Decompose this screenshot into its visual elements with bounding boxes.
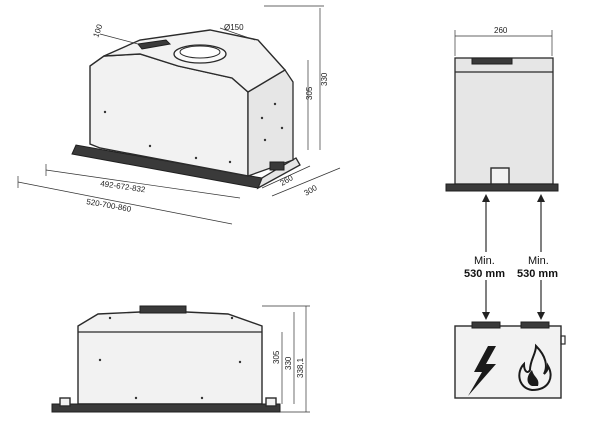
flame-icon xyxy=(518,343,552,392)
iso-mount-bracket xyxy=(269,161,285,171)
side-tray xyxy=(445,183,559,192)
front-body xyxy=(77,311,263,405)
iso-dim-height-body: 305 xyxy=(305,86,314,100)
hob-knob xyxy=(560,335,566,345)
clearance-left-value: 530 mm xyxy=(464,268,505,280)
hob-left-zone xyxy=(471,321,501,329)
front-tray xyxy=(51,403,281,413)
lightning-icon xyxy=(468,346,496,396)
iso-dim-flue: Ø150 xyxy=(224,23,244,32)
iso-dim-width-inner: 492-672-832 xyxy=(100,179,147,194)
hob-right-zone xyxy=(520,321,550,329)
front-top-collar xyxy=(139,305,187,314)
hob-body xyxy=(454,325,562,399)
hob-view xyxy=(454,321,566,399)
clearance-left-label: Min. xyxy=(474,255,495,267)
iso-dim-side-total: 300 xyxy=(303,183,320,198)
side-body xyxy=(454,57,554,185)
front-dim-height-total: 330 xyxy=(284,356,293,370)
iso-top-plate xyxy=(137,39,172,50)
front-dim-height-max: 338,1 xyxy=(296,357,305,378)
iso-tray-side xyxy=(256,157,301,190)
side-view: 260 xyxy=(445,26,559,192)
iso-screws xyxy=(103,102,284,164)
iso-flue-opening xyxy=(179,45,221,59)
side-dim-width: 260 xyxy=(494,26,508,35)
clearance-right-label: Min. xyxy=(528,255,549,267)
clearance-arrows: Min. 530 mm Min. 530 mm xyxy=(462,194,567,320)
iso-dim-top-depth: 100 xyxy=(91,23,104,39)
side-top-collar xyxy=(471,57,513,65)
side-bracket xyxy=(490,167,510,185)
front-view: 305 330 338,1 xyxy=(51,305,310,413)
isometric-view: 100 Ø150 330 305 492-672-832 520-700-860… xyxy=(17,5,341,225)
front-dim-height-body: 305 xyxy=(272,350,281,364)
iso-dim-height-total: 330 xyxy=(320,72,329,86)
clearance-right-value: 530 mm xyxy=(517,268,558,280)
